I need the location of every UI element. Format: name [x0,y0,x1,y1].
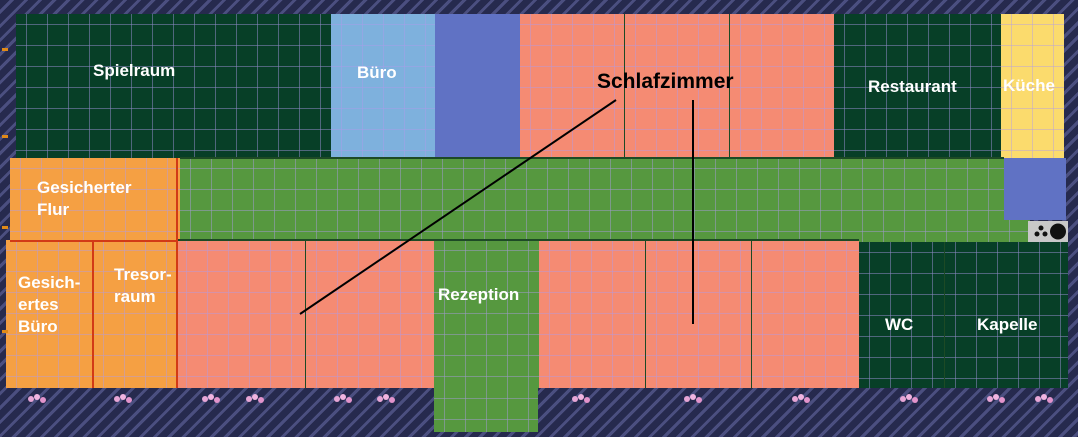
flower-icon [572,394,590,403]
wall-orange-v [92,240,94,388]
room-kapelle [945,242,1068,388]
room-schlafzimmer-top-3 [730,14,834,158]
wall-orange-h [10,240,178,242]
wall-bottom-corridor [176,239,859,241]
wall-orange-right [176,158,178,388]
edge-marker [2,135,8,138]
edge-marker [2,48,8,51]
entrance [434,388,538,432]
flower-icon [114,394,132,403]
label-spielraum: Spielraum [93,61,176,80]
label-gesichertes-buero: Gesich- ertes Büro [18,273,81,336]
room-schlafzimmer-bottom-3 [539,240,646,388]
room-wc [859,242,945,388]
wall-v5 [729,14,730,158]
wall-v1 [305,240,306,388]
room-rezeption [434,240,539,388]
room-spielraum [16,14,332,158]
room-schlafzimmer-top-2 [625,14,730,158]
label-kapelle: Kapelle [977,315,1038,334]
edge-marker [2,226,8,229]
flower-icon [202,394,220,403]
room-schlafzimmer-bottom-1 [176,240,306,388]
label-kueche: Küche [1003,76,1055,95]
flower-icon [334,394,352,403]
flower-icon [246,394,264,403]
wall-v2 [645,240,646,388]
label-rezeption: Rezeption [438,285,520,304]
room-stairwell [435,14,520,158]
room-schlafzimmer-bottom-2 [306,240,434,388]
wall-v6 [944,242,945,388]
room-corridor [180,158,1030,242]
label-buero: Büro [357,63,397,82]
room-schlafzimmer-bottom-4 [646,240,752,388]
flower-icon [28,394,46,403]
room-kueche [1001,14,1064,158]
room-tresorraum [93,240,180,388]
flower-icon [684,394,702,403]
edge-marker [2,330,8,333]
label-restaurant: Restaurant [868,77,957,96]
flower-icon [792,394,810,403]
label-schlafzimmer: Schlafzimmer [597,70,734,93]
stove-icon [1028,221,1068,242]
room-blue-niche [1004,158,1066,220]
label-gesicherter-flur: Gesicherter Flur [37,178,132,219]
flower-icon [900,394,918,403]
label-wc: WC [885,315,914,334]
wall-v4 [624,14,625,158]
room-schlafzimmer-top-1 [520,14,625,158]
room-schlafzimmer-bottom-5 [752,240,859,388]
room-gesichertes-buero [6,240,93,388]
room-buero [331,14,435,158]
label-tresorraum: Tresor- raum [114,265,172,306]
room-restaurant [834,14,1001,158]
wall-v3 [751,240,752,388]
wall-top-corridor [180,157,1004,159]
flower-icon [377,394,395,403]
flower-icon [987,394,1005,403]
flower-icon [1035,394,1053,403]
room-gesicherter-flur [10,158,180,240]
